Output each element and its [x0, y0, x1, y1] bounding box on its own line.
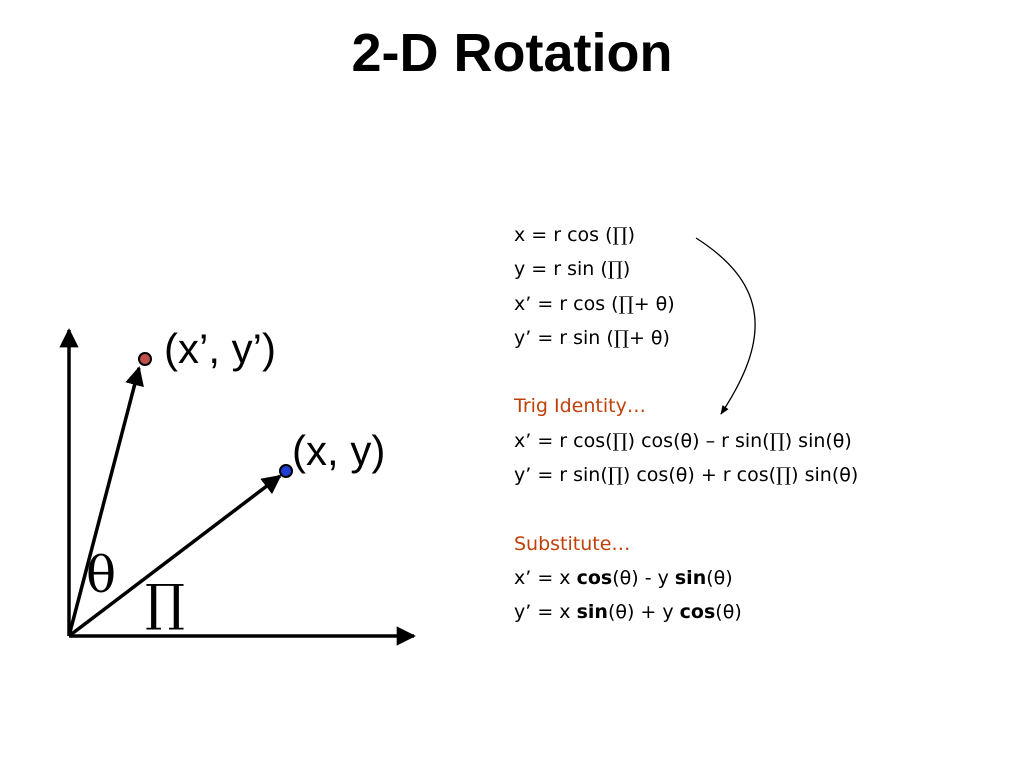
eq-text: ) sin(θ) — [784, 429, 852, 452]
spacer — [514, 355, 858, 389]
eq-text: + θ) — [633, 292, 675, 315]
eq-text: (θ) + y — [607, 601, 680, 624]
eq-func: cos — [576, 566, 613, 589]
rotated-point-label: (x’, y’) — [164, 325, 276, 372]
eq-text: y = r sin ( — [514, 258, 608, 281]
trig-equation-y: y’ = r sin(∏) cos(θ) + r cos(∏) sin(θ) — [514, 458, 858, 492]
eq-text: x = r cos ( — [514, 224, 613, 246]
eq-text: (θ) - y — [612, 566, 675, 589]
eq-text: x’ = x — [514, 566, 577, 589]
rotated-vector — [67, 366, 144, 637]
curved-arrow — [695, 237, 756, 415]
phi-label: ∏ — [145, 574, 185, 632]
result-equation-x: x’ = x cos(θ) - y sin(θ) — [514, 561, 858, 595]
phi-symbol: ∏ — [776, 464, 792, 487]
rotated-point — [138, 352, 152, 366]
equation-x: x = r cos (∏) — [514, 218, 858, 252]
trig-equation-x: x’ = r cos(∏) cos(θ) – r sin(∏) sin(θ) — [514, 424, 858, 458]
eq-func: cos — [679, 601, 716, 624]
phi-symbol: ∏ — [618, 292, 634, 315]
phi-symbol: ∏ — [612, 224, 628, 246]
phi-symbol: ∏ — [613, 326, 629, 349]
phi-symbol: ∏ — [607, 464, 623, 487]
original-point-label: (x, y) — [292, 427, 386, 474]
eq-func: sin — [576, 601, 608, 624]
eq-func: sin — [674, 566, 707, 589]
phi-symbol: ∏ — [607, 258, 623, 281]
eq-text: (θ) — [715, 601, 742, 624]
eq-text: ) cos(θ) – r sin( — [627, 429, 770, 452]
substitute-heading: Substitute… — [514, 532, 631, 555]
eq-text: + θ) — [628, 326, 670, 349]
eq-text: ) cos(θ) + r cos( — [622, 464, 777, 487]
phi-symbol: ∏ — [612, 429, 628, 452]
slide-title: 2-D Rotation — [351, 23, 673, 83]
eq-text: ) — [622, 258, 631, 281]
eq-text: y’ = x — [514, 601, 577, 624]
equation-y-prime: y’ = r sin (∏+ θ) — [514, 321, 858, 355]
eq-text: x’ = r cos( — [514, 429, 613, 452]
eq-text: y’ = r sin( — [514, 464, 608, 487]
result-equation-y: y’ = x sin(θ) + y cos(θ) — [514, 595, 858, 629]
equation-x-prime: x’ = r cos (∏+ θ) — [514, 287, 858, 321]
equations-block: x = r cos (∏) y = r sin (∏) x’ = r cos (… — [514, 218, 858, 630]
original-vector — [67, 474, 282, 638]
eq-text: ) — [627, 224, 636, 246]
phi-symbol: ∏ — [769, 429, 785, 452]
eq-text: ) sin(θ) — [791, 464, 859, 487]
eq-text: y’ = r sin ( — [514, 326, 614, 349]
equation-y: y = r sin (∏) — [514, 252, 858, 286]
trig-identity-heading: Trig Identity… — [514, 395, 646, 418]
original-point — [279, 464, 293, 478]
eq-text: x’ = r cos ( — [514, 292, 619, 315]
theta-label: θ — [86, 546, 117, 604]
spacer — [514, 492, 858, 526]
eq-text: (θ) — [706, 566, 733, 589]
